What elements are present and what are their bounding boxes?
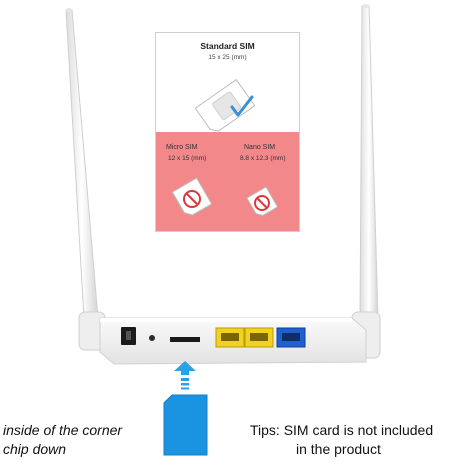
nano-sim-title: Nano SIM [244,144,276,151]
nano-sim-size: 8.8 x 12.3 (mm) [240,155,286,162]
nano-sim-forbidden-icon [246,186,279,216]
sim-card-icon [163,394,208,456]
sim-not-included-caption: Tips: SIM card is not included in the pr… [250,421,433,459]
sim-slot [170,337,200,342]
micro-sim-size: 12 x 15 (mm) [168,155,207,162]
caption-left-line2: chip down [3,441,67,457]
insert-arrow-icon [174,361,196,390]
insert-direction-caption: inside of the corner chip down [3,421,122,459]
standard-sim-check-icon [194,78,256,132]
sim-size-card: Standard SIM 15 x 25 (mm) Micro SIM 12 x… [155,32,300,232]
left-antenna [65,8,106,351]
micro-sim-forbidden-icon [171,177,213,216]
caption-right-line2: in the product [296,441,381,457]
incompatible-sim-panel [156,132,299,231]
standard-sim-size: 15 x 25 (mm) [208,54,247,61]
micro-sim-title: Micro SIM [166,144,198,151]
reset-hole-icon [149,335,155,341]
caption-left-line1: inside of the corner [3,422,123,438]
caption-right-line1: Tips: SIM card is not included [250,422,434,438]
standard-sim-title: Standard SIM [200,41,255,51]
